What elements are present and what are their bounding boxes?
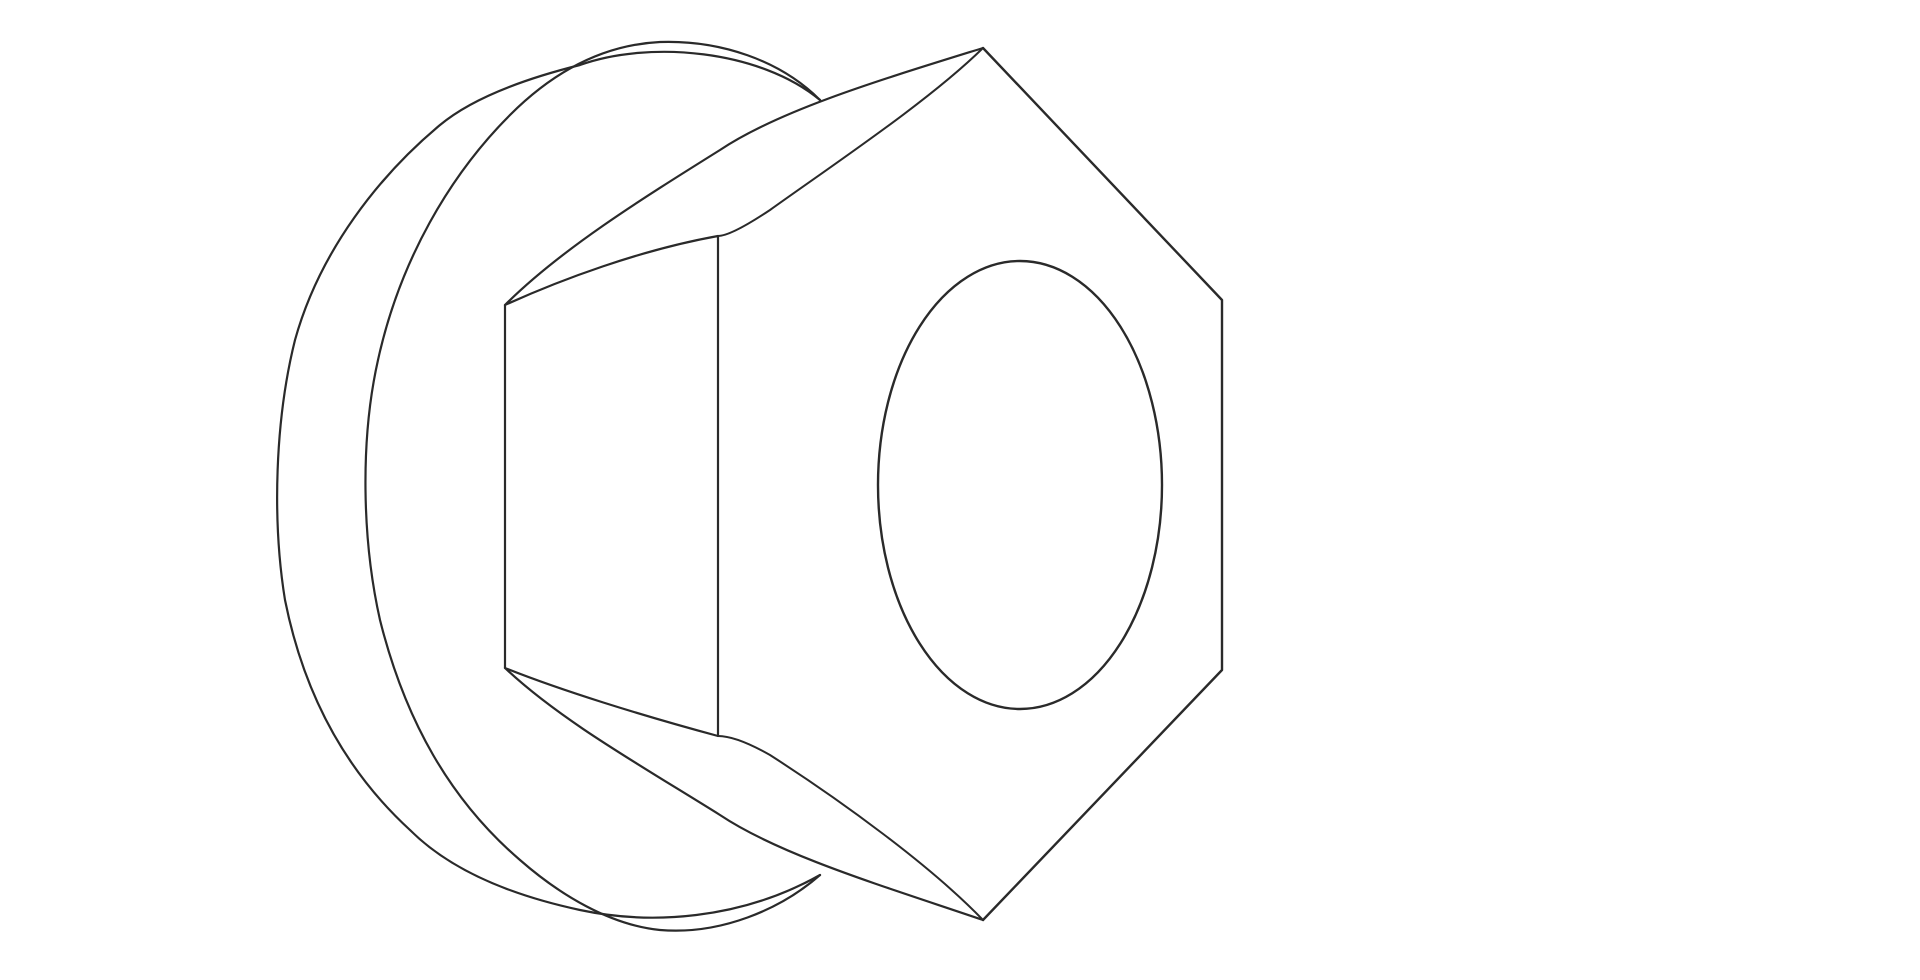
hex-outer-edge [981,46,1224,922]
flange-front-rim [364,40,822,932]
hex-upper-chamfer-inner [717,47,984,237]
flange-outer-rim [276,50,822,919]
hex-lower-chamfer [503,666,985,922]
bore-hole [876,259,1164,711]
hex-upper-chamfer [503,46,985,307]
hex-left-face [503,234,720,738]
hex-lower-chamfer-inner [717,735,984,921]
